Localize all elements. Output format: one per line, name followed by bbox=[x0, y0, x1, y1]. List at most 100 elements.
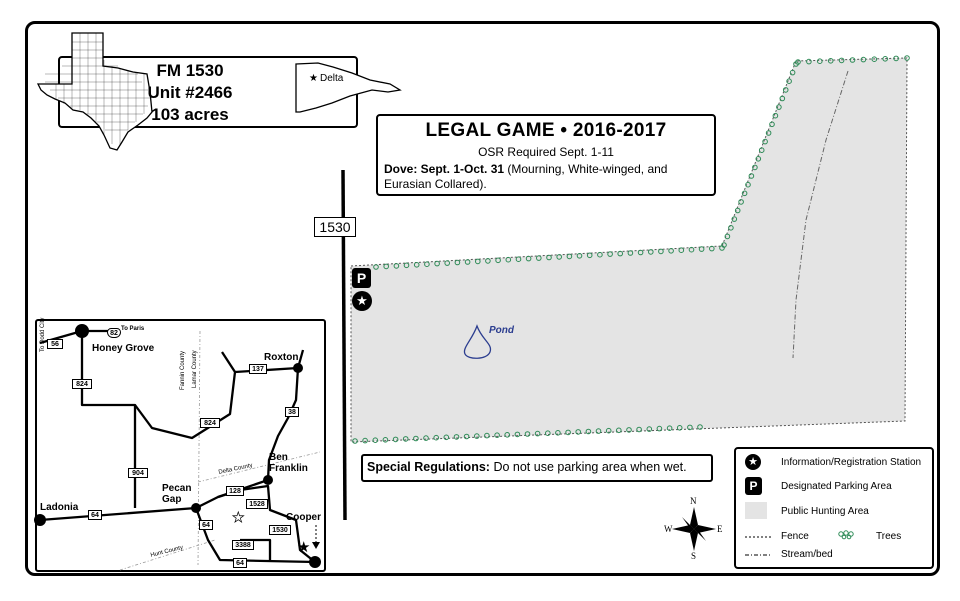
tree-marker bbox=[402, 436, 409, 442]
tree-marker bbox=[392, 436, 399, 443]
tree-marker bbox=[534, 430, 541, 437]
dove-season-label: Dove: Sept. 1-Oct. 31 bbox=[384, 162, 505, 176]
tree-marker bbox=[605, 427, 612, 434]
tree-marker bbox=[433, 434, 440, 441]
tree-marker bbox=[893, 55, 899, 62]
tree-marker bbox=[546, 254, 552, 261]
tree-marker bbox=[752, 164, 758, 171]
special-regulations-label: Special Regulations: bbox=[367, 460, 490, 474]
tree-marker bbox=[372, 437, 379, 444]
inset-shield-s824b: 824 bbox=[200, 418, 220, 428]
inset-label-lamar-county: Lamar County bbox=[192, 350, 198, 388]
tree-marker bbox=[443, 434, 450, 441]
tree-marker bbox=[423, 435, 429, 441]
legend-info-label: Information/Registration Station bbox=[781, 457, 922, 468]
tree-marker bbox=[724, 233, 731, 240]
tree-marker bbox=[586, 252, 593, 259]
tree-marker bbox=[403, 262, 410, 269]
tree-marker bbox=[758, 147, 765, 153]
tree-marker bbox=[616, 427, 622, 434]
inset-shield-s904: 904 bbox=[128, 468, 148, 478]
tree-marker bbox=[576, 253, 583, 259]
inset-shield-s64b: 64 bbox=[199, 520, 213, 530]
legal-game-box bbox=[376, 114, 716, 196]
tree-marker bbox=[585, 428, 592, 435]
tree-marker bbox=[636, 426, 642, 433]
tree-marker bbox=[795, 59, 801, 65]
tree-marker bbox=[748, 173, 755, 179]
tree-marker bbox=[769, 121, 775, 128]
tree-marker bbox=[782, 87, 789, 93]
tree-marker bbox=[626, 427, 632, 433]
tree-marker bbox=[776, 104, 782, 110]
tree-marker bbox=[536, 255, 542, 261]
fm1530-shield-label: 1530 bbox=[319, 219, 351, 235]
special-regulations: Special Regulations: Do not use parking … bbox=[367, 460, 687, 474]
tree-marker bbox=[362, 437, 368, 444]
inset-shield-us82: 82 bbox=[107, 328, 121, 338]
tree-marker bbox=[817, 58, 823, 65]
title-unit: Unit #2466 bbox=[147, 83, 233, 102]
tree-marker bbox=[484, 432, 490, 439]
tree-marker bbox=[731, 216, 738, 222]
tree-marker bbox=[786, 78, 792, 84]
tree-marker bbox=[648, 249, 654, 255]
tree-marker bbox=[545, 430, 551, 437]
tree-marker bbox=[779, 95, 786, 102]
legend-trees-label: Trees bbox=[876, 531, 902, 542]
tree-marker bbox=[806, 58, 812, 65]
inset-label-fannin-county: Fannin County bbox=[180, 350, 186, 390]
tree-marker bbox=[721, 242, 727, 248]
tree-marker bbox=[524, 431, 531, 437]
compass-s: S bbox=[691, 551, 697, 561]
tree-marker bbox=[656, 425, 663, 432]
tree-marker bbox=[668, 248, 674, 254]
parking-icon: P bbox=[352, 268, 371, 288]
tree-marker bbox=[515, 256, 522, 263]
inset-label-to-paris: To Paris bbox=[121, 326, 145, 332]
compass-w: W bbox=[664, 524, 673, 534]
inset-shield-s1528: 1528 bbox=[246, 499, 268, 509]
tree-marker bbox=[734, 207, 741, 214]
tree-marker bbox=[646, 426, 653, 432]
tree-marker bbox=[352, 438, 358, 444]
dove-season: Dove: Sept. 1-Oct. 31 (Mourning, White-w… bbox=[384, 162, 704, 192]
tree-marker bbox=[838, 57, 845, 64]
tree-marker bbox=[597, 251, 603, 258]
legend-hunting-label: Public Hunting Area bbox=[781, 506, 869, 517]
tree-marker bbox=[485, 258, 491, 264]
tree-marker bbox=[676, 425, 683, 431]
tree-marker bbox=[474, 433, 480, 439]
fm1530-shield: 1530 bbox=[314, 217, 356, 237]
map-frame bbox=[25, 21, 940, 576]
inset-town-roxton: Roxton bbox=[264, 352, 299, 363]
pond-shape bbox=[463, 324, 492, 359]
tree-marker bbox=[475, 258, 481, 265]
inset-shield-s64a: 64 bbox=[88, 510, 102, 520]
tree-marker bbox=[762, 138, 768, 145]
inset-town-cooper: Cooper bbox=[286, 512, 321, 523]
tree-markers bbox=[352, 55, 910, 444]
tree-marker bbox=[658, 248, 664, 255]
dove-season-detail: (Mourning, White-winged, and Eurasian Co… bbox=[384, 162, 668, 191]
title-road: FM 1530 bbox=[156, 61, 224, 80]
legal-game-heading: LEGAL GAME • 2016-2017 bbox=[425, 120, 667, 141]
tree-marker bbox=[495, 257, 501, 264]
tree-marker bbox=[617, 250, 624, 257]
tree-marker bbox=[688, 246, 695, 253]
tree-marker bbox=[565, 429, 571, 436]
title-block: FM 1530 Unit #2466 103 acres bbox=[120, 60, 260, 126]
inset-town-ben-franklin: Ben Franklin bbox=[269, 452, 308, 474]
tree-marker bbox=[666, 425, 673, 432]
inset-shield-s56: 56 bbox=[47, 339, 63, 349]
tree-marker bbox=[741, 190, 748, 197]
tree-marker bbox=[738, 199, 744, 205]
tree-marker bbox=[373, 264, 379, 270]
inset-town-pecan-gap: Pecan Gap bbox=[162, 483, 192, 505]
tree-marker bbox=[413, 262, 420, 268]
tree-marker bbox=[556, 254, 563, 260]
tree-marker bbox=[413, 435, 419, 442]
osr-requirement: OSR Required Sept. 1-11 bbox=[478, 145, 614, 159]
legend-stream-label: Stream/bed bbox=[781, 549, 833, 560]
